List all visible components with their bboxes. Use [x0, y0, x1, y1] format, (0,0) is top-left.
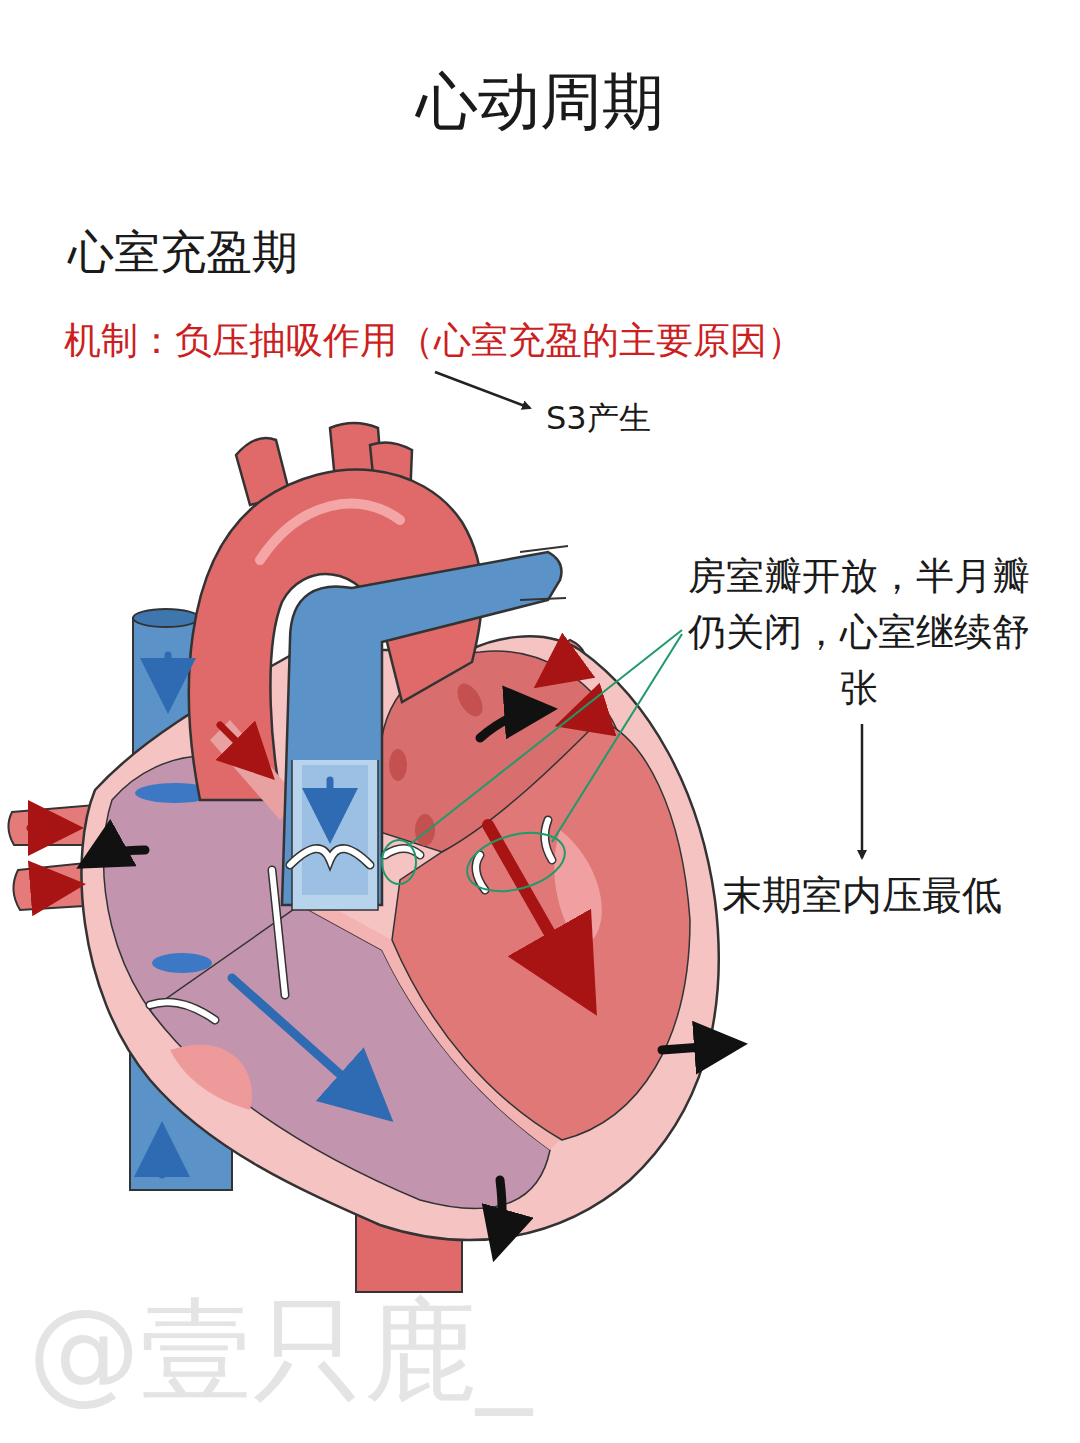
- pointer-arrow: [861, 724, 864, 858]
- section-heading: 心室充盈期: [68, 222, 298, 282]
- valve-note: 房室瓣开放，半月瓣仍关闭，心室继续舒张: [684, 548, 1034, 716]
- page-title: 心动周期: [0, 62, 1080, 142]
- mechanism-note: 机制：负压抽吸作用（心室充盈的主要原因）: [64, 316, 1064, 366]
- valve-highlight: [461, 823, 572, 901]
- watermark: @壹只鹿_: [28, 1280, 532, 1420]
- pressure-note: 末期室内压最低: [722, 868, 1052, 922]
- result-note: S3产生: [546, 396, 651, 440]
- valve-highlight: [382, 840, 416, 884]
- pointer-arrow: [435, 372, 530, 408]
- leader-line: [408, 630, 682, 846]
- leader-line: [552, 634, 682, 842]
